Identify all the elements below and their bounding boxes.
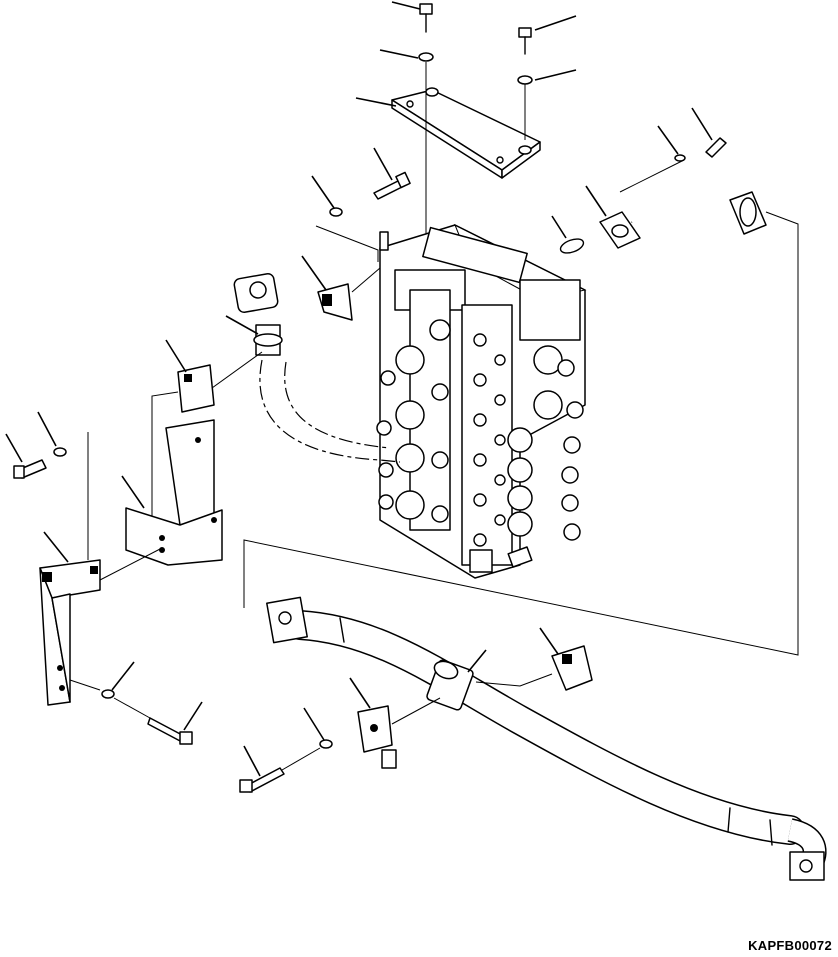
mounting-plate [39, 432, 163, 706]
hose-sleeve [426, 649, 487, 711]
mount-washer-upper [311, 175, 379, 262]
top-bolt-right [518, 15, 577, 55]
support-bracket [121, 419, 223, 566]
top-bolt-center [391, 1, 433, 33]
o-ring [551, 215, 585, 254]
drawing-code-label: KAPFB00072 [748, 938, 832, 953]
hose-clamp-bracket [301, 255, 381, 321]
left-bolt [5, 433, 47, 479]
lower-hose [266, 596, 827, 881]
hose-left-flange [225, 272, 283, 356]
lower-long-bolt [113, 697, 203, 745]
top-washer-right [517, 69, 577, 85]
spool-rows [376, 231, 584, 573]
delivery-pipe [243, 191, 799, 656]
lower-clamp-bracket [349, 677, 441, 769]
cover-plate [355, 62, 541, 250]
control-valve-assembly [376, 223, 587, 579]
hose-left [259, 359, 401, 463]
lower-washer [69, 661, 135, 699]
lower-bolt-2 [239, 745, 321, 793]
top-washer-center [379, 49, 434, 62]
mount-bolt-upper [373, 147, 411, 200]
clip-bracket [151, 339, 263, 540]
hose-clamp-lower [475, 627, 593, 691]
flange-bolt-washer [619, 107, 727, 193]
split-flange [585, 185, 641, 249]
lower-washer-2 [303, 707, 333, 749]
left-washer [37, 411, 67, 457]
